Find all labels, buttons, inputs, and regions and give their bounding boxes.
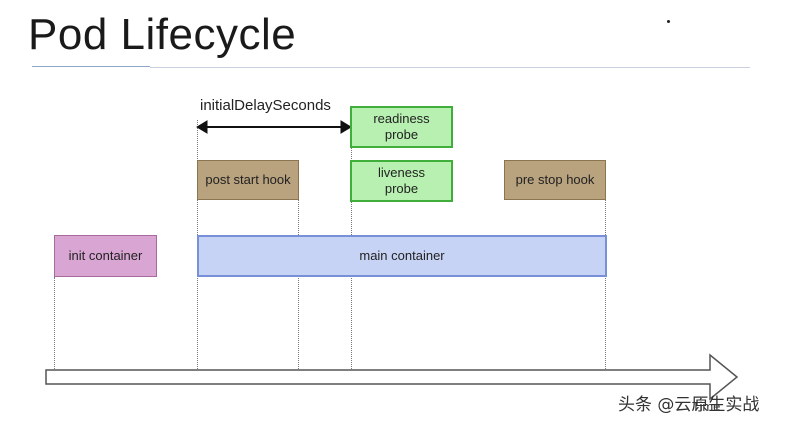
initial-delay-label: initialDelaySeconds bbox=[200, 97, 331, 114]
time-axis-arrow bbox=[45, 353, 739, 401]
init-container-label: init container bbox=[68, 248, 143, 264]
stray-dot bbox=[667, 20, 670, 23]
readiness-probe-label: readiness probe bbox=[373, 111, 430, 142]
main-container-box: main container bbox=[197, 235, 607, 277]
init-container-box: init container bbox=[54, 235, 157, 277]
main-container-label: main container bbox=[359, 248, 445, 264]
post-start-hook-label: post start hook bbox=[205, 172, 291, 188]
guide-line-prestop-end bbox=[605, 200, 606, 369]
watermark: 头条 @云原生实战 bbox=[618, 395, 760, 415]
guide-line-hook-end bbox=[298, 200, 299, 369]
pre-stop-hook-box: pre stop hook bbox=[504, 160, 606, 200]
initial-delay-arrow bbox=[196, 120, 352, 134]
guide-line-init bbox=[54, 277, 55, 369]
liveness-probe-label: liveness probe bbox=[378, 165, 425, 196]
time-axis-label: Time bbox=[692, 399, 721, 414]
post-start-hook-box: post start hook bbox=[197, 160, 299, 200]
liveness-probe-box: liveness probe bbox=[350, 160, 453, 202]
slide-title: Pod Lifecycle bbox=[28, 10, 297, 59]
pre-stop-hook-label: pre stop hook bbox=[515, 172, 595, 188]
title-underline-accent bbox=[32, 66, 150, 67]
title-underline bbox=[150, 67, 750, 68]
readiness-probe-box: readiness probe bbox=[350, 106, 453, 148]
